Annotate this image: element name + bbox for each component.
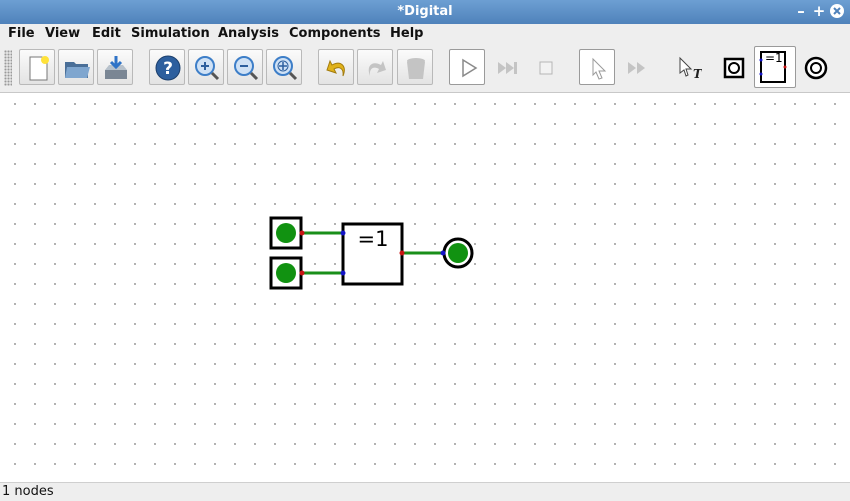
save-drive-icon — [105, 56, 127, 79]
stop-icon — [539, 61, 553, 75]
input-b[interactable] — [269, 256, 305, 290]
text-select-button[interactable]: T — [669, 49, 705, 85]
svg-text:T: T — [693, 67, 702, 81]
circuit-canvas[interactable]: =1 — [0, 93, 850, 482]
help-button[interactable]: ? — [149, 49, 185, 85]
xor-gate-label: =1 — [358, 227, 389, 251]
menu-file[interactable]: File — [8, 26, 35, 41]
minimize-button[interactable]: – — [797, 2, 805, 20]
save-button[interactable] — [97, 49, 133, 85]
zoom-out-icon — [234, 56, 259, 81]
xor-gate-icon-label: =1 — [765, 51, 783, 65]
delete-button[interactable] — [397, 49, 433, 85]
output-component-button[interactable] — [797, 49, 833, 85]
input-a[interactable] — [269, 216, 305, 250]
status-text: 1 nodes — [2, 484, 54, 499]
menu-view[interactable]: View — [45, 26, 81, 41]
start-simulation-button[interactable] — [449, 49, 485, 85]
stop-simulation-button[interactable] — [527, 49, 563, 85]
text-cursor-icon: T — [679, 56, 702, 81]
menu-bar: File View Edit Simulation Analysis Compo… — [0, 24, 850, 44]
step-icon — [592, 57, 607, 80]
input-icon — [723, 57, 745, 79]
play-icon — [462, 58, 478, 78]
input-component-button[interactable] — [715, 49, 751, 85]
xor-gate-input-pin-a — [340, 230, 346, 236]
output-led-pin — [440, 250, 446, 256]
window-title: *Digital — [397, 4, 453, 19]
title-bar: *Digital – + — [0, 0, 850, 24]
open-folder-icon — [65, 62, 90, 78]
xor-gate-output-pin — [399, 250, 405, 256]
maximize-button[interactable]: + — [812, 2, 826, 20]
menu-analysis[interactable]: Analysis — [218, 26, 279, 41]
svg-text:?: ? — [163, 59, 173, 79]
close-button[interactable] — [828, 2, 846, 20]
menu-components[interactable]: Components — [289, 26, 381, 41]
fast-forward-icon — [498, 62, 517, 74]
input-a-led — [276, 223, 296, 243]
fit-to-window-button[interactable] — [266, 49, 302, 85]
xor-gate-component-button[interactable]: =1 — [754, 46, 796, 88]
close-icon — [830, 4, 844, 18]
status-bar: 1 nodes — [0, 482, 850, 501]
xor-gate[interactable]: =1 — [340, 222, 405, 286]
micro-step-button[interactable] — [579, 49, 615, 85]
undo-button[interactable] — [318, 49, 354, 85]
run-to-break-button[interactable] — [488, 49, 524, 85]
zoom-in-icon — [195, 56, 220, 81]
zoom-in-button[interactable] — [188, 49, 224, 85]
double-arrow-icon — [628, 62, 645, 74]
redo-button[interactable] — [357, 49, 393, 85]
redo-icon — [368, 61, 386, 76]
fast-run-button[interactable] — [618, 49, 654, 85]
undo-icon — [326, 59, 345, 77]
xor-gate-icon — [759, 51, 787, 83]
input-b-led — [276, 263, 296, 283]
zoom-out-button[interactable] — [227, 49, 263, 85]
trash-icon — [407, 58, 425, 79]
new-file-button[interactable] — [19, 49, 55, 85]
xor-gate-input-pin-b — [340, 270, 346, 276]
zoom-fit-icon — [273, 56, 298, 81]
open-button[interactable] — [58, 49, 94, 85]
circuit-diagram: =1 — [269, 216, 474, 290]
output-led-light — [448, 243, 468, 263]
toolbar-grip[interactable] — [4, 50, 12, 86]
help-icon: ? — [155, 55, 181, 81]
new-document-icon — [29, 56, 49, 81]
menu-simulation[interactable]: Simulation — [131, 26, 210, 41]
output-icon — [804, 56, 828, 80]
output-led[interactable] — [440, 237, 474, 269]
toolbar: ? — [0, 44, 850, 93]
menu-help[interactable]: Help — [390, 26, 424, 41]
input-b-pin — [299, 270, 305, 276]
menu-edit[interactable]: Edit — [92, 26, 121, 41]
input-a-pin — [299, 230, 305, 236]
